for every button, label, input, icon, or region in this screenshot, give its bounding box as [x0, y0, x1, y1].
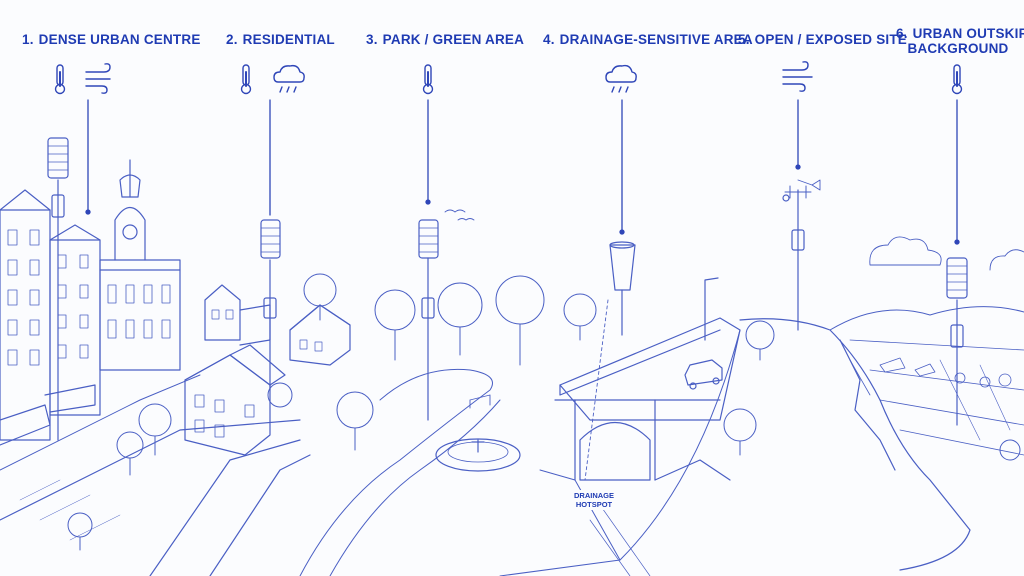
sensor-station-4	[609, 241, 636, 336]
zone-title: OPEN / EXPOSED SITE	[754, 32, 908, 47]
zone-number: 6.	[896, 26, 908, 41]
zone-title: DRAINAGE-SENSITIVE AREA	[559, 32, 753, 47]
sensor-station-3	[418, 219, 439, 421]
zone-6-label: 6. URBAN OUTSKIRTS / BACKGROUND	[896, 26, 1024, 56]
trees	[67, 273, 1021, 551]
thermometer-icon	[951, 64, 963, 95]
streets	[0, 368, 501, 576]
farmland	[879, 357, 1012, 388]
zone-4-label: 4. DRAINAGE-SENSITIVE AREA	[543, 32, 753, 47]
wind-icon	[85, 63, 111, 94]
sensor-station-6	[946, 257, 968, 426]
sensor-station-5	[782, 179, 821, 331]
annotation-line-2: HOTSPOT	[575, 500, 613, 509]
annotation-line-1: DRAINAGE	[574, 491, 615, 500]
thermometer-icon	[240, 64, 252, 95]
leader-lines	[85, 99, 960, 245]
zone-title: DENSE URBAN CENTRE	[38, 32, 201, 47]
zone-1-label: 1. DENSE URBAN CENTRE	[22, 32, 201, 47]
wind-icon	[782, 61, 813, 92]
terrain	[619, 236, 1024, 571]
fountain	[435, 394, 521, 472]
sensor-station-1	[47, 137, 69, 441]
zone-title-line-2: BACKGROUND	[907, 41, 1009, 56]
zone-number: 3.	[366, 32, 378, 47]
zone-title-line-1: URBAN OUTSKIRTS /	[912, 26, 1024, 41]
thermometer-icon	[422, 64, 434, 95]
zone-5-label: 5. OPEN / EXPOSED SITE	[738, 32, 907, 47]
thermometer-icon	[54, 64, 66, 95]
zone-number: 4.	[543, 32, 555, 47]
sensor-station-2	[260, 219, 281, 391]
zone-number: 1.	[22, 32, 34, 47]
zone-title: PARK / GREEN AREA	[382, 32, 525, 47]
rain-cloud-icon	[273, 64, 305, 93]
zone-3-label: 3. PARK / GREEN AREA	[366, 32, 524, 47]
bridge-underpass	[499, 277, 741, 576]
zone-number: 2.	[226, 32, 238, 47]
bird	[457, 218, 475, 221]
drainage-hotspot-annotation: DRAINAGE HOTSPOT	[572, 490, 617, 510]
urban-buildings	[0, 159, 181, 446]
residential-houses	[184, 284, 351, 456]
zone-number: 5.	[738, 32, 750, 47]
zone-2-label: 2. RESIDENTIAL	[226, 32, 335, 47]
rain-cloud-icon	[605, 64, 637, 93]
bird	[444, 209, 466, 213]
zone-title: RESIDENTIAL	[242, 32, 335, 47]
